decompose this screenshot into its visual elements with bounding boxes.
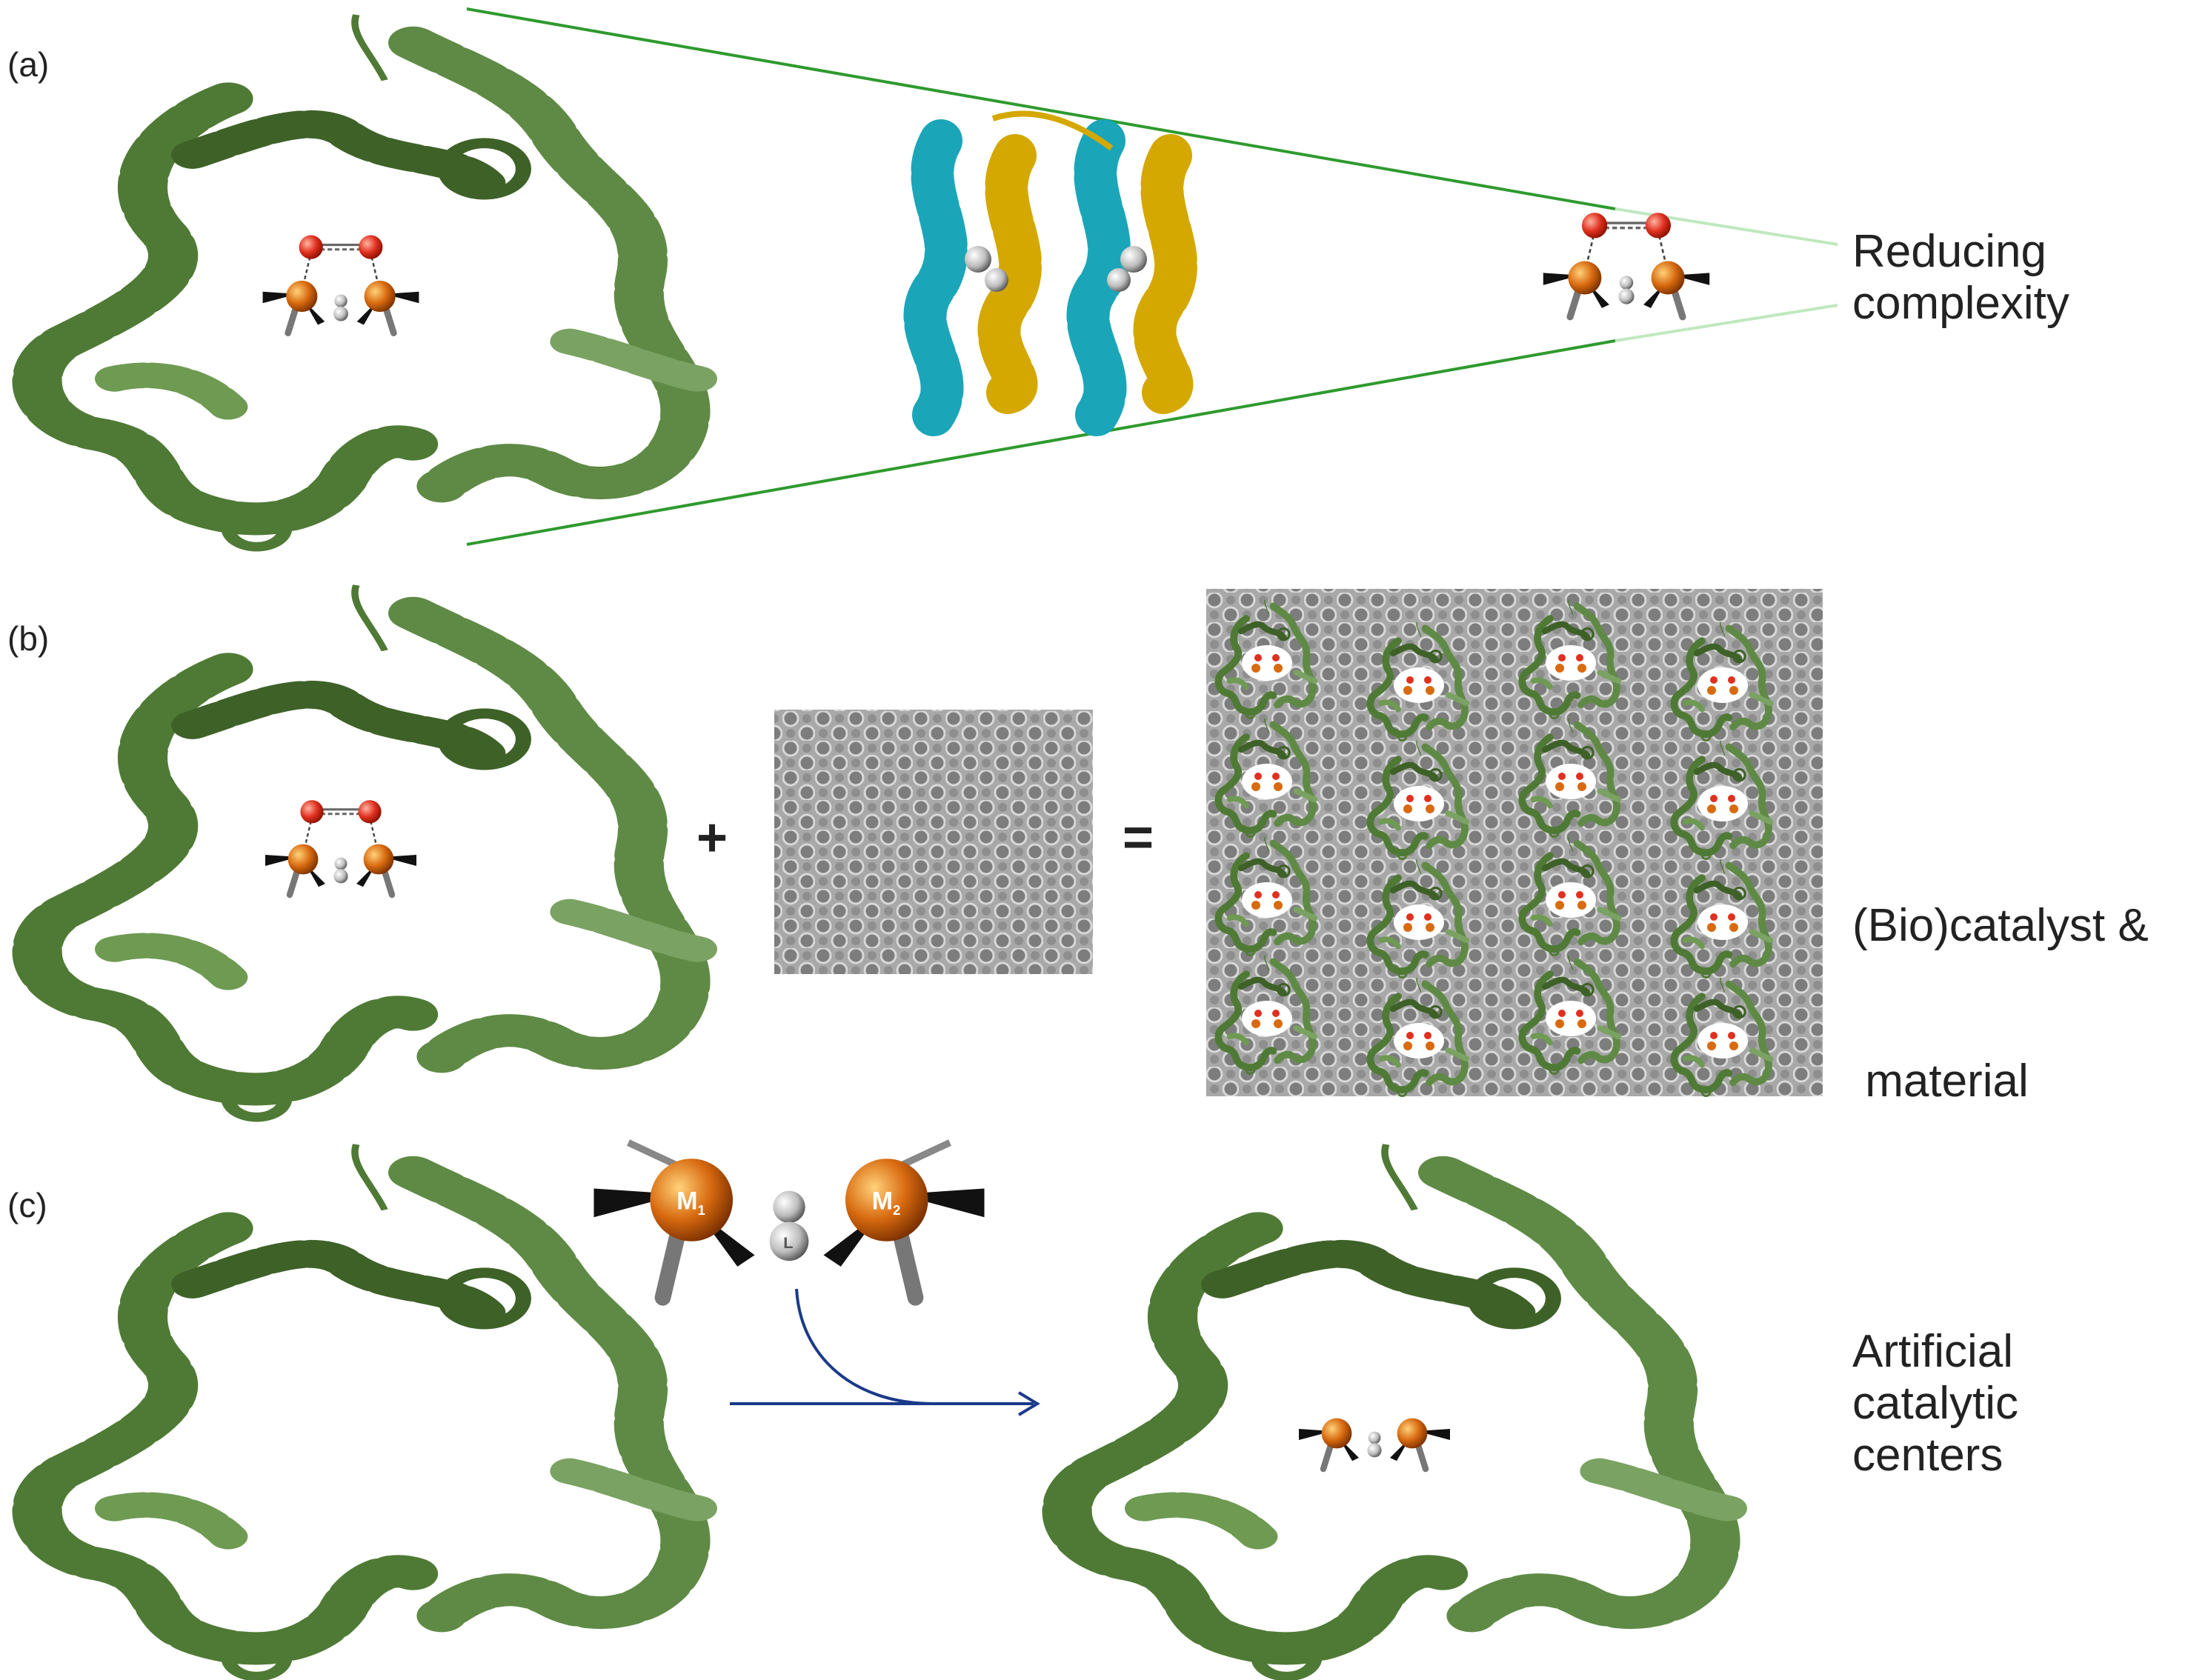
empty-active-site-pocket [241,1341,463,1489]
caption-line: centers [1852,1430,2004,1481]
arrow-head-icon [1017,1391,1040,1416]
panel-a [37,9,1838,547]
inserted-di-metal-site-icon [1299,1418,1450,1473]
caption-reducing-complexity: Reducing complexity [1852,226,2069,330]
porous-material-icon [774,710,1093,974]
metal-1-label: M1 [676,1187,705,1218]
panel-c-label: (c) [7,1186,47,1224]
funnel-fade-bottom [1615,304,1838,342]
caption-line: (Bio)catalyst & [1852,900,2149,951]
panel-a-label: (a) [7,45,50,84]
panel-b [37,585,1823,1117]
four-helix-bundle-icon [903,110,1197,436]
caption-line: catalytic [1852,1378,2018,1429]
active-site-pocket [245,221,437,357]
metal-2-label: M2 [872,1187,901,1218]
panel-b-label: (b) [7,619,50,658]
equals-sign: = [1123,808,1154,867]
caption-line: Artificial [1852,1326,2014,1377]
isolated-di-metal-site-icon [1543,213,1709,317]
caption-line: complexity [1852,278,2069,329]
plus-sign: + [696,808,728,867]
panel-c: M1 M2 L [37,1143,1728,1677]
caption-artificial-catalytic-centers: Artificial catalytic centers [1852,1326,2018,1481]
artificial-di-metal-complex-icon: M1 M2 L [593,1139,985,1306]
caption-biocatalyst-material: (Bio)catalyst & material [1852,796,2149,1159]
funnel-top-line [466,7,1616,210]
insertion-arrow [795,1288,934,1405]
caption-line: material [1852,1056,2029,1107]
caption-line: Reducing [1852,226,2046,277]
composite-material [1206,589,1823,1096]
ligand-label: L [783,1233,793,1252]
funnel-bottom-line [466,339,1616,546]
